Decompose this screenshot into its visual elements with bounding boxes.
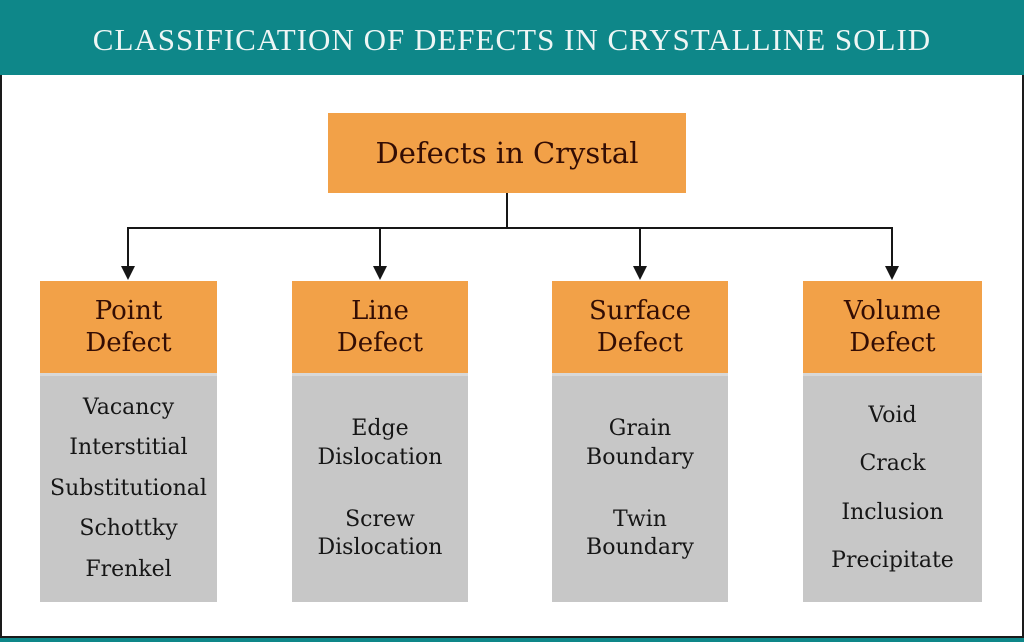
column-body: Vacancy Interstitial Substitutional Scho… xyxy=(40,373,217,602)
list-item: Precipitate xyxy=(831,548,954,574)
column-volume-defect: Volume Defect Void Crack Inclusion Preci… xyxy=(803,281,982,602)
list-item: Screw Dislocation xyxy=(317,506,443,561)
column-header: Line Defect xyxy=(292,281,468,373)
list-item: Interstitial xyxy=(69,435,188,461)
connector-branch-line xyxy=(379,229,381,268)
column-body: Void Crack Inclusion Precipitate xyxy=(803,373,982,602)
arrow-down-icon xyxy=(121,266,135,280)
page-title: CLASSIFICATION OF DEFECTS IN CRYSTALLINE… xyxy=(92,21,932,57)
column-header: Point Defect xyxy=(40,281,217,373)
arrow-down-icon xyxy=(885,266,899,280)
list-item: Crack xyxy=(859,451,926,477)
connector-branch-volume xyxy=(891,229,893,268)
column-point-defect: Point Defect Vacancy Interstitial Substi… xyxy=(40,281,217,602)
column-surface-defect: Surface Defect Grain Boundary Twin Bound… xyxy=(552,281,728,602)
list-item: Substitutional xyxy=(50,475,207,501)
column-body: Edge Dislocation Screw Dislocation xyxy=(292,373,468,602)
list-item: Edge Dislocation xyxy=(317,416,443,470)
connector-root-vertical xyxy=(506,193,508,229)
title-banner: CLASSIFICATION OF DEFECTS IN CRYSTALLINE… xyxy=(0,0,1024,75)
list-item: Void xyxy=(868,402,917,428)
list-item: Twin Boundary xyxy=(586,506,694,561)
arrow-down-icon xyxy=(373,266,387,280)
root-node: Defects in Crystal xyxy=(328,113,686,193)
column-body: Grain Boundary Twin Boundary xyxy=(552,373,728,602)
list-item: Inclusion xyxy=(841,499,944,525)
list-item: Vacancy xyxy=(82,394,175,420)
connector-horizontal xyxy=(127,227,893,229)
column-header: Volume Defect xyxy=(803,281,982,373)
list-item: Schottky xyxy=(79,516,178,542)
list-item: Frenkel xyxy=(85,556,172,582)
arrow-down-icon xyxy=(633,266,647,280)
connector-branch-surface xyxy=(639,229,641,268)
root-node-label: Defects in Crystal xyxy=(375,136,639,170)
connector-branch-point xyxy=(127,229,129,268)
list-item: Grain Boundary xyxy=(586,416,694,470)
column-line-defect: Line Defect Edge Dislocation Screw Dislo… xyxy=(292,281,468,602)
column-header: Surface Defect xyxy=(552,281,728,373)
